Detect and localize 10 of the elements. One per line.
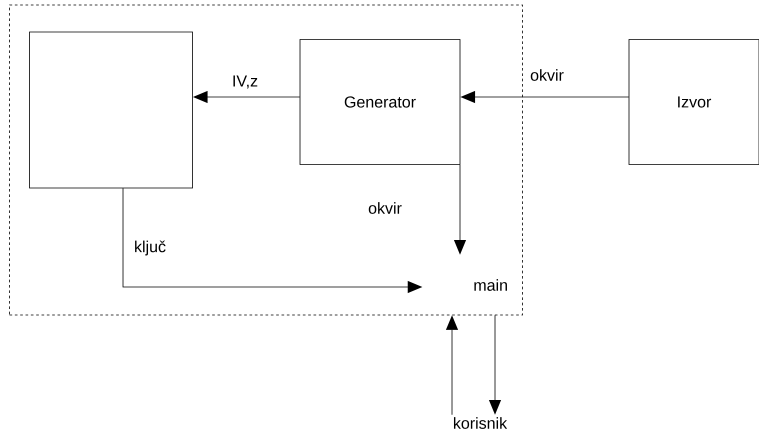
edge-label: okvir [366, 200, 404, 216]
dashed-frame [9, 4, 523, 316]
node-label: main [474, 279, 507, 291]
module-box: Izvor [628, 39, 759, 165]
edge-label: IV,z [230, 74, 260, 90]
edge-label: ključ [132, 239, 168, 257]
edge-label: okvir [528, 68, 566, 82]
module-box: Generator [300, 39, 460, 165]
node-label: korisnik [454, 417, 508, 429]
module-box [29, 32, 193, 188]
